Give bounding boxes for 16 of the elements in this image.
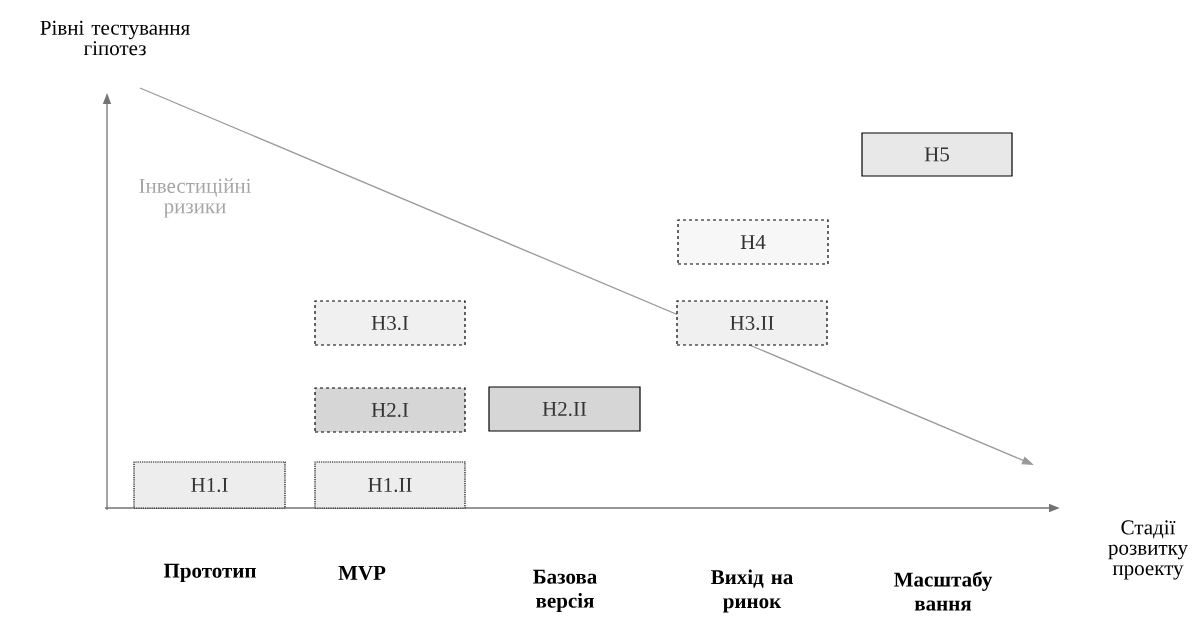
hypothesis-box: H4 (677, 219, 829, 265)
risk-label: Інвестиційні ризики (139, 178, 252, 218)
stage-label: Вихід на ринок (711, 569, 793, 613)
hypothesis-box: H3.II (676, 300, 828, 346)
stage-label: Базова версія (533, 569, 597, 613)
stage-label: Масштабу вання (894, 571, 993, 611)
hypothesis-box: H5 (861, 132, 1013, 177)
hypothesis-box: H2.II (488, 386, 641, 432)
hypothesis-box: H1.I (133, 461, 286, 509)
stage-label: Прототип (163, 563, 256, 583)
axis-title: Стадії розвитку проекту (1108, 520, 1188, 580)
hypothesis-box: H3.I (314, 300, 466, 346)
hypothesis-box: H1.II (314, 461, 466, 509)
stage-label: MVP (338, 565, 386, 580)
hypothesis-box: H2.I (314, 387, 466, 433)
axis-title: Рівні тестування гіпотез (40, 20, 190, 56)
